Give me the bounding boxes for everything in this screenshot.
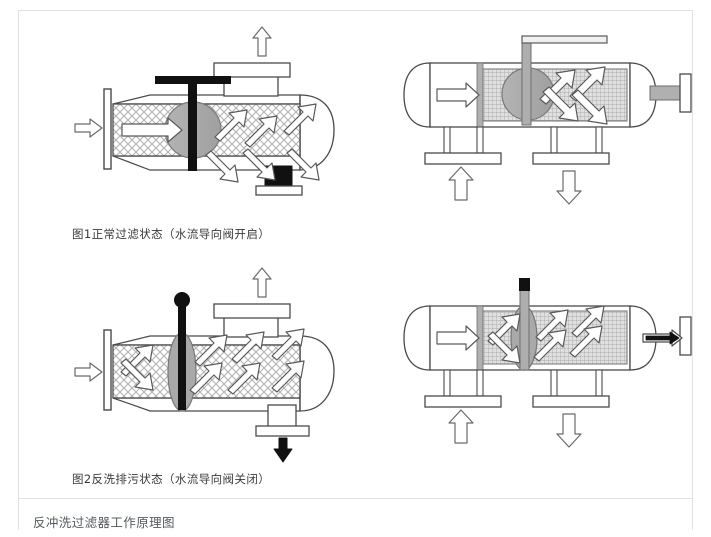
diagram-title-caption: 反冲洗过滤器工作原理图 [33, 515, 175, 530]
valve-stem[interactable] [188, 76, 197, 171]
section-bottom-outlet-arrow [556, 413, 582, 448]
section-side-nozzle [649, 85, 683, 101]
section-internal-arrows [539, 66, 608, 125]
section-side-flange [679, 316, 692, 356]
valve-lever-handle[interactable] [521, 35, 608, 44]
panel-fig1-section-view [403, 35, 692, 205]
valve-stem[interactable] [521, 41, 532, 126]
section-inlet-arrow [436, 82, 480, 108]
section-internal-arrows [487, 305, 605, 364]
inlet-flange [103, 88, 112, 170]
backwash-filter-diagram [74, 26, 692, 463]
valve-stem-cap[interactable] [519, 278, 530, 291]
internal-flow-arrows-upper [214, 103, 317, 148]
section-inlet-arrow [436, 325, 480, 351]
panel-fig2-section-view [403, 278, 692, 448]
section-side-flange [679, 73, 692, 113]
section-bottom-inlet-arrow [448, 409, 474, 444]
valve-stem[interactable] [519, 283, 530, 371]
bottom-drain-flange [255, 185, 303, 196]
figure-2-caption: 图2反洗排污状态（水流导向阀关闭） [72, 472, 271, 486]
valve-knob-handle[interactable] [174, 292, 190, 308]
section-supports [424, 369, 610, 408]
internal-inflow-arrow [121, 117, 183, 143]
valve-stem[interactable] [178, 302, 186, 410]
bottom-drain-open [255, 404, 310, 463]
top-outlet-flow-arrow [252, 26, 272, 57]
top-outlet-flow-arrow [252, 267, 272, 298]
section-bottom-inlet-arrow [448, 166, 474, 201]
panel-fig1-side-view [74, 26, 335, 196]
valve-tee-handle[interactable] [155, 76, 231, 84]
inlet-flow-arrow [74, 118, 103, 138]
section-supports [424, 126, 610, 165]
figure-area: 图1正常过滤状态（水流导向阀开启） 图2反洗排污状态（水流导向阀关闭） [72, 26, 692, 486]
figure-1-caption: 图1正常过滤状态（水流导向阀开启） [72, 227, 271, 241]
section-bottom-outlet-arrow [556, 170, 582, 205]
section-outlet-arrow-black [645, 331, 680, 345]
panel-fig2-side-view [74, 267, 335, 463]
vessel-dome-head [299, 335, 335, 412]
internal-flow-arrows-lower [205, 148, 320, 183]
section-divider [18, 498, 693, 499]
internal-backwash-arrows [120, 328, 305, 395]
drain-flow-arrow [273, 437, 293, 463]
section-left-dome [403, 62, 431, 128]
top-outlet-nozzle [223, 75, 279, 97]
section-left-dome [403, 305, 431, 371]
inlet-flange [103, 329, 112, 411]
top-outlet-flange [213, 303, 291, 319]
top-outlet-flange [213, 62, 291, 78]
inlet-flow-arrow [74, 362, 103, 382]
